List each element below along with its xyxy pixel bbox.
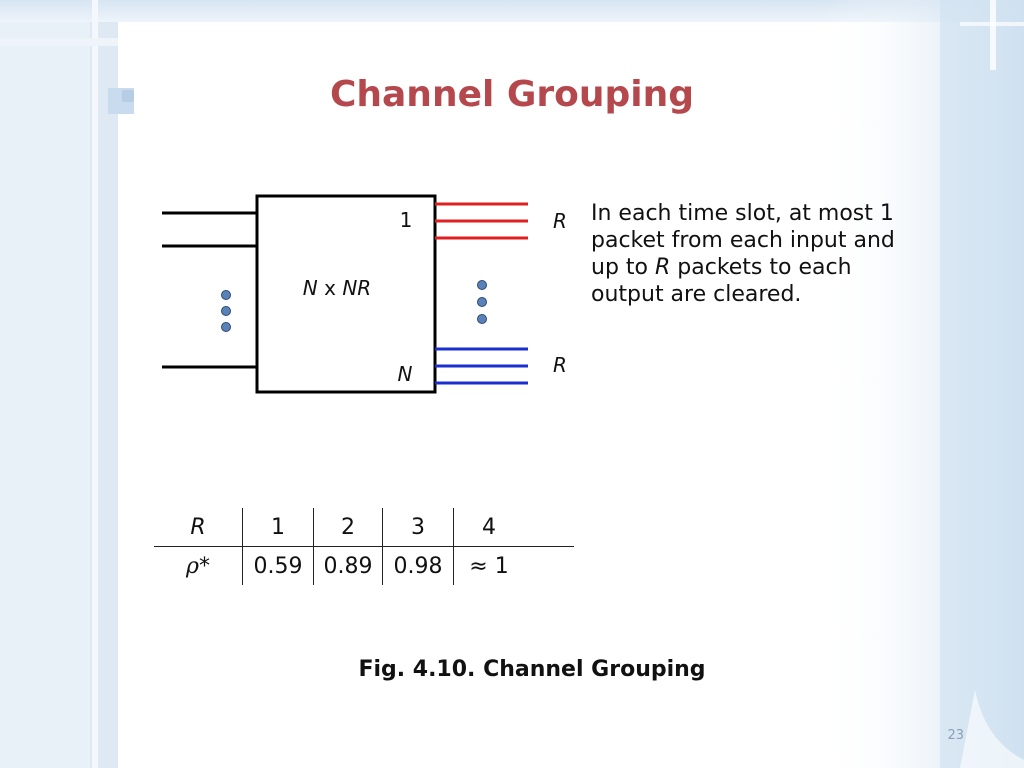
header-cell: 3 bbox=[382, 508, 454, 547]
header-cell: 1 bbox=[242, 508, 314, 547]
slide-title: Channel Grouping bbox=[329, 74, 695, 115]
port-bottom-label: N bbox=[398, 362, 413, 386]
table-row: ρ* 0.59 0.89 0.98 ≈ 1 bbox=[154, 546, 574, 586]
box-label: N x NR bbox=[303, 276, 371, 300]
group-bottom-label: R bbox=[553, 353, 567, 377]
page-number: 23 bbox=[947, 728, 964, 743]
row-label-rho: ρ* bbox=[154, 546, 243, 585]
description-text: In each time slot, at most 1 packet from… bbox=[591, 201, 895, 307]
value-cell: 0.59 bbox=[242, 546, 314, 585]
output-ellipsis-dot bbox=[477, 297, 487, 307]
figure-caption: Fig. 4.10. Channel Grouping bbox=[358, 657, 706, 682]
value-cell: 0.98 bbox=[382, 546, 454, 585]
switch-box bbox=[255, 194, 437, 394]
header-cell: 4 bbox=[453, 508, 524, 547]
output-ellipsis-dot bbox=[477, 314, 487, 324]
throughput-table: R 1 2 3 4 ρ* 0.59 0.89 0.98 ≈ 1 bbox=[154, 508, 574, 585]
group-top-label: R bbox=[553, 209, 567, 233]
input-ellipsis-dot bbox=[221, 322, 231, 332]
table-header-row: R 1 2 3 4 bbox=[154, 508, 574, 547]
header-spacer bbox=[524, 508, 574, 547]
header-label-r: R bbox=[154, 508, 243, 547]
row-spacer bbox=[524, 547, 574, 586]
output-ellipsis-dot bbox=[477, 280, 487, 290]
header-cell: 2 bbox=[313, 508, 383, 547]
port-top-label: 1 bbox=[400, 208, 413, 232]
input-ellipsis-dot bbox=[221, 290, 231, 300]
value-cell: ≈ 1 bbox=[469, 553, 509, 579]
input-ellipsis-dot bbox=[221, 306, 231, 316]
value-cell: 0.89 bbox=[313, 546, 383, 585]
